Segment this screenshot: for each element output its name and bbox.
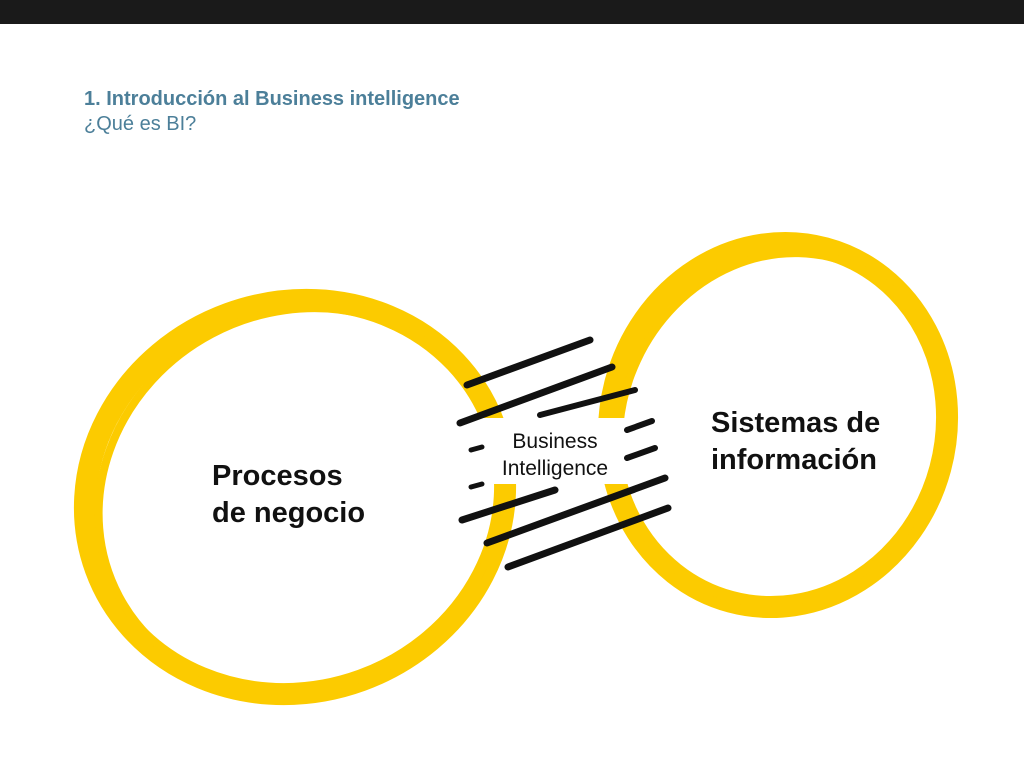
hatch-strokes: [456, 336, 672, 571]
hatch-stroke: [468, 481, 485, 490]
label-line: Business: [512, 430, 598, 453]
label-line: Sistemas de: [711, 407, 881, 439]
hatch-stroke: [624, 418, 655, 433]
hatch-stroke: [468, 444, 485, 453]
right-loop-label: Sistemas de información: [711, 405, 880, 479]
slide-title: 1. Introducción al Business intelligence: [84, 88, 460, 110]
label-line: Procesos: [212, 460, 343, 492]
hatch-stroke: [463, 336, 594, 389]
hatch-stroke: [537, 387, 638, 418]
top-bar: [0, 0, 1024, 24]
slide-subtitle: ¿Qué es BI?: [84, 113, 197, 135]
center-label-background: [478, 418, 628, 484]
hatch-stroke: [504, 504, 672, 571]
hatch-stroke: [458, 486, 559, 524]
right-loop-echo: [614, 249, 950, 607]
center-label: Business Intelligence: [480, 428, 630, 482]
hatch-stroke: [483, 474, 669, 547]
label-line: Intelligence: [501, 457, 609, 480]
hatch-stroke: [624, 445, 658, 461]
left-loop-echo: [94, 304, 506, 696]
hatch-stroke: [456, 363, 616, 427]
left-loop-label: Procesos de negocio: [212, 458, 365, 532]
label-line: información: [711, 444, 877, 476]
label-line: de negocio: [212, 497, 366, 529]
